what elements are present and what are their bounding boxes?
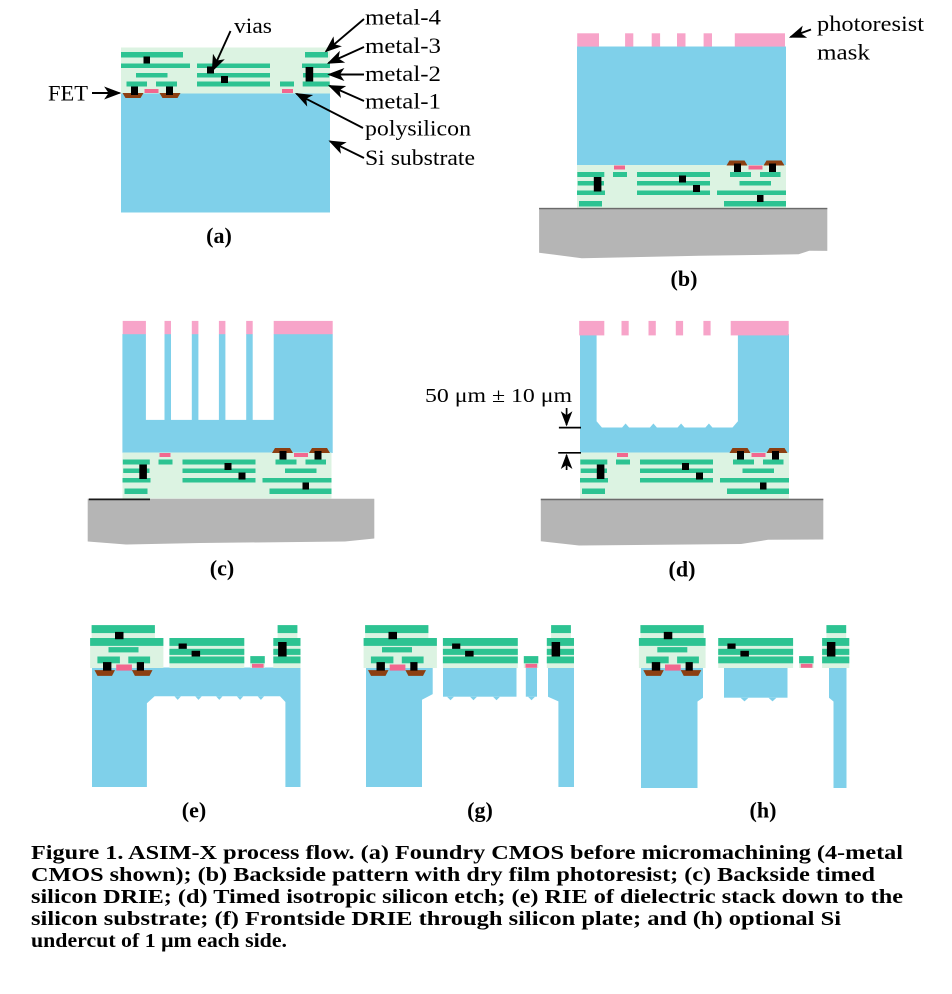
svg-text:(g): (g)	[467, 798, 493, 823]
svg-text:50 μm ± 10 μm: 50 μm ± 10 μm	[425, 385, 572, 407]
svg-text:Figure 1. ASIM-X process flow.: Figure 1. ASIM-X process flow. (a) Found…	[31, 842, 903, 864]
svg-text:mask: mask	[817, 40, 870, 65]
svg-text:vias: vias	[234, 13, 272, 38]
svg-text:metal-4: metal-4	[365, 5, 441, 30]
svg-text:undercut of 1 μm each side.: undercut of 1 μm each side.	[31, 930, 287, 952]
svg-text:FET: FET	[48, 81, 89, 106]
svg-text:silicon DRIE; (d) Timed isotro: silicon DRIE; (d) Timed isotropic silico…	[31, 886, 903, 908]
svg-text:(b): (b)	[671, 266, 698, 291]
svg-text:Si substrate: Si substrate	[365, 145, 475, 170]
svg-text:metal-3: metal-3	[365, 33, 441, 58]
svg-text:photoresist: photoresist	[817, 11, 924, 36]
svg-text:(a): (a)	[206, 223, 232, 248]
svg-text:(d): (d)	[669, 557, 696, 582]
svg-text:polysilicon: polysilicon	[365, 116, 471, 141]
svg-text:(h): (h)	[750, 798, 777, 823]
svg-text:metal-2: metal-2	[365, 61, 441, 86]
svg-text:metal-1: metal-1	[365, 89, 441, 114]
svg-text:silicon substrate; (f) Frontsi: silicon substrate; (f) Frontside DRIE th…	[31, 908, 841, 930]
svg-text:CMOS shown); (b) Backside patt: CMOS shown); (b) Backside pattern with d…	[31, 864, 876, 886]
svg-text:(c): (c)	[210, 556, 234, 581]
svg-text:(e): (e)	[182, 798, 206, 823]
